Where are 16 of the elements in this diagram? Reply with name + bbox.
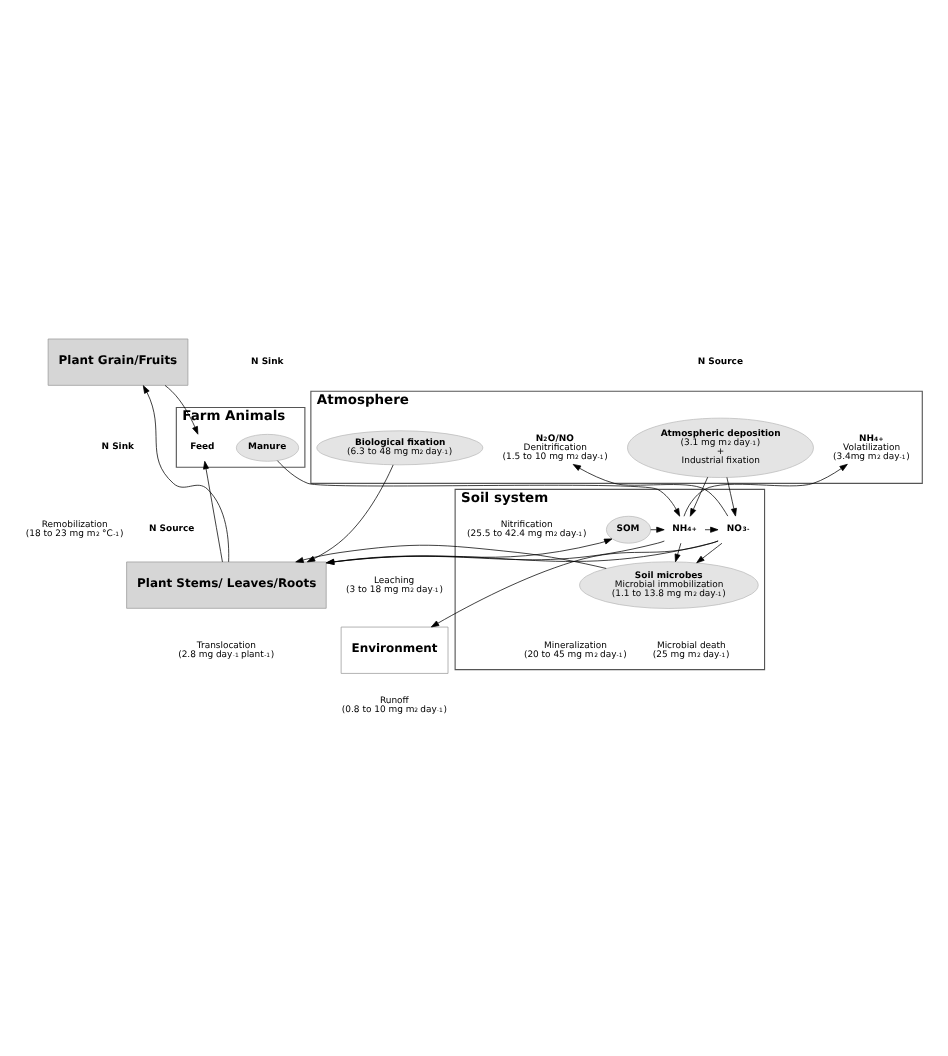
arrow: [142, 384, 230, 562]
arrow: [683, 462, 848, 516]
arrow: [726, 476, 737, 516]
arrow: [689, 475, 709, 516]
arrow: [164, 384, 199, 434]
arrow: [674, 541, 682, 562]
arrow: [430, 539, 719, 627]
arrow: [295, 543, 607, 568]
arrow: [203, 459, 223, 562]
arrow: [696, 541, 723, 563]
arrow: [326, 537, 613, 563]
arrow: [704, 525, 719, 532]
arrow: [572, 463, 729, 516]
arrow: [650, 525, 665, 532]
arrow: [277, 459, 681, 516]
arrow: [306, 463, 394, 562]
